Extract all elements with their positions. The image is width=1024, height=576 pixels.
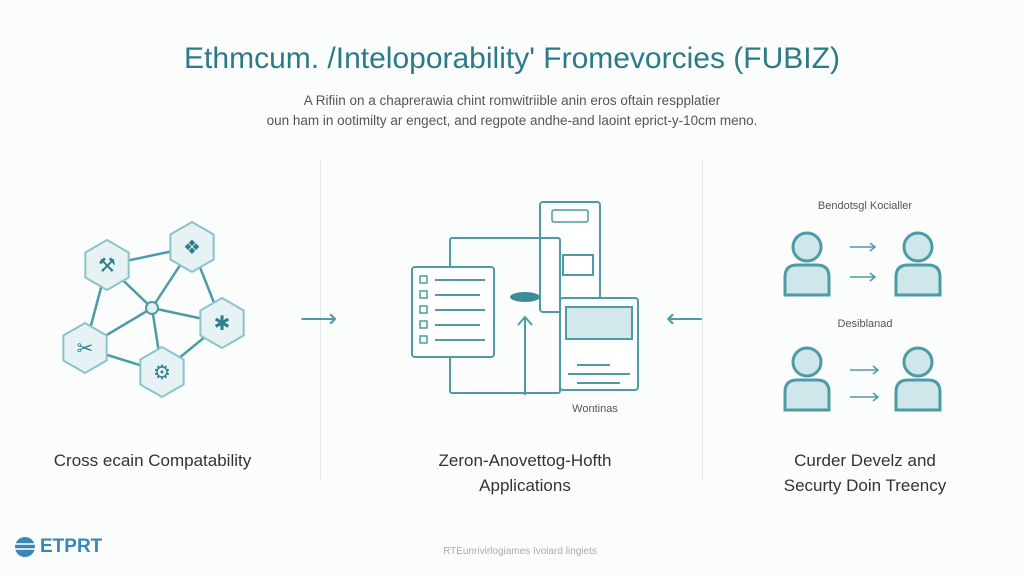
user-icon: [894, 231, 942, 297]
section-caption-applications-2: Applications: [479, 476, 571, 495]
security-users-diagram: [783, 231, 942, 412]
logo-globe-icon: [15, 537, 35, 557]
tokens-icon: ❖: [169, 220, 215, 274]
tools-icon: ✂: [62, 321, 108, 375]
arrow-right-icon: ⟶: [300, 303, 338, 333]
users-label-top: Bendotsgl Kocialler: [817, 200, 913, 212]
hub-node: [145, 301, 159, 315]
divider: [702, 160, 703, 480]
svg-text:✱: ✱: [214, 313, 231, 335]
svg-text:✂: ✂: [77, 338, 94, 360]
subtitle-line-1: A Rifiin on a chaprerawia chint romwitri…: [303, 93, 721, 108]
divider: [320, 160, 321, 480]
svg-text:⚙: ⚙: [153, 362, 171, 384]
subtitle-line-2: oun ham in ootimilty ar engect, and regp…: [266, 113, 758, 128]
section-caption-applications-1: Zeron-Anovettog-Hofth: [438, 451, 612, 470]
user-icon: [783, 231, 831, 297]
svg-text:⚒: ⚒: [98, 255, 116, 277]
applications-diagram: [411, 201, 639, 395]
cross-chain-network-diagram: ⚒ ❖ ✱ ⚙ ✂: [62, 220, 245, 399]
node-device-icon: [510, 292, 540, 302]
svg-text:❖: ❖: [183, 237, 201, 259]
logo-text: ETPRT: [40, 536, 103, 557]
section-caption-security-1: Curder Develz and: [794, 451, 936, 470]
footer-note: RTEunrivirlogiames Ivoiard lingiets: [443, 546, 597, 557]
user-icon: [894, 346, 942, 412]
user-icon: [783, 346, 831, 412]
users-label-mid: Desiblanad: [837, 318, 893, 330]
network-hex-icon: ✱: [199, 296, 245, 350]
applications-label: Wontinas: [572, 403, 618, 415]
gear-icon: ⚙: [139, 345, 185, 399]
section-caption-security-2: Securty Doin Treency: [783, 476, 947, 495]
section-caption-compatibility: Cross ecain Compatability: [53, 451, 252, 470]
wallet-plus-icon: ⚒: [84, 238, 130, 292]
page-title: Ethmcum. /Inteloporability' Fromevorcies…: [184, 42, 840, 75]
logo: ETPRT: [14, 536, 102, 558]
arrow-left-icon: ⟵: [666, 303, 704, 333]
